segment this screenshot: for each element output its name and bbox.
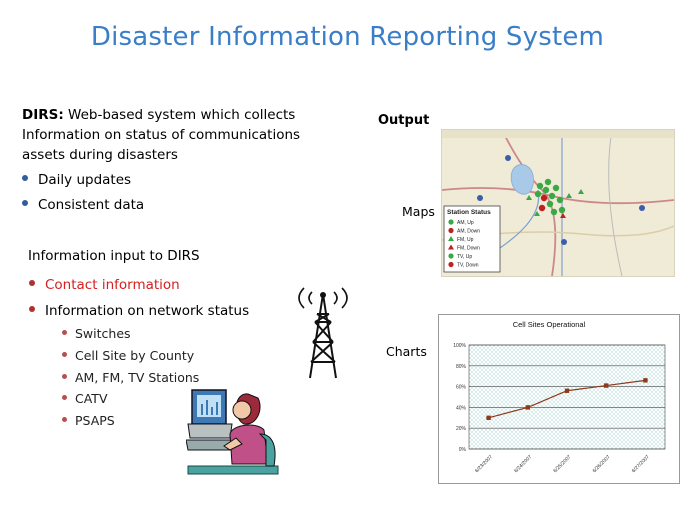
x-tick-label: 6/25/2007 — [552, 454, 572, 474]
y-tick-label: 0% — [459, 447, 467, 453]
subitem-label: Switches — [75, 326, 131, 341]
bullet-dot — [62, 374, 67, 379]
subitem-label: AM, FM, TV Stations — [75, 370, 200, 385]
input-item-label: Contact information — [45, 277, 180, 293]
x-tick-label: 6/26/2007 — [592, 454, 612, 474]
intro-bullet-1: Daily updates — [22, 172, 131, 188]
subitem-psaps: PSAPS — [62, 413, 115, 428]
intro-bold: DIRS: — [22, 107, 64, 123]
legend-marker — [448, 261, 454, 268]
maps-label: Maps — [402, 204, 435, 219]
data-point — [564, 388, 570, 393]
intro-bullet-label: Daily updates — [38, 172, 132, 188]
y-tick-label: 100% — [453, 343, 466, 349]
data-point — [486, 415, 491, 420]
subitem-label: Cell Site by County — [75, 348, 195, 363]
input-heading: Information input to DIRS — [28, 248, 200, 264]
bullet-dot — [62, 330, 67, 335]
data-point — [604, 383, 609, 388]
legend-label: AM, Up — [457, 220, 474, 226]
bullet-dot — [62, 352, 67, 357]
x-tick-label: 6/24/2007 — [513, 454, 533, 474]
map-highway-shields — [477, 155, 645, 245]
legend-label: FM, Down — [457, 246, 480, 252]
legend-label: TV, Up — [457, 254, 472, 260]
output-label: Output — [378, 113, 430, 128]
bullet-dot — [29, 306, 35, 312]
chart-title: Cell Sites Operational — [513, 320, 586, 329]
legend-marker — [448, 236, 454, 241]
legend-label: FM, Up — [457, 237, 474, 243]
person-at-computer-icon — [186, 389, 279, 475]
x-tick-label: 6/23/2007 — [474, 454, 494, 474]
y-tick-label: 40% — [456, 405, 467, 411]
bullet-dot — [29, 280, 35, 286]
subitem-label: PSAPS — [75, 413, 115, 428]
x-tick-label: 6/27/2007 — [631, 454, 651, 474]
map-station-markers — [526, 178, 584, 218]
intro-text: DIRS: Web-based system which collects In… — [22, 105, 342, 165]
chart-graphic: Cell Sites Operational 0% 20% 40% 60% 80% 100… — [453, 320, 666, 474]
y-tick-label: 20% — [456, 426, 467, 432]
legend-title: Station Status — [447, 209, 491, 216]
input-item-label: Information on network status — [45, 303, 250, 319]
data-point — [643, 378, 648, 383]
subitem-switches: Switches — [62, 326, 131, 341]
subitem-cell-site: Cell Site by County — [62, 348, 194, 363]
legend-marker — [448, 244, 454, 250]
intro-bullet-label: Consistent data — [38, 197, 145, 213]
subitem-stations: AM, FM, TV Stations — [62, 370, 199, 385]
slide-title: Disaster Information Reporting System — [90, 22, 605, 52]
legend-marker — [448, 253, 454, 259]
plot-area — [468, 344, 666, 450]
input-item-network: Information on network status — [29, 303, 249, 319]
legend-label: TV, Down — [457, 263, 479, 269]
bullet-dot — [62, 417, 67, 422]
legend-marker — [448, 227, 454, 234]
subitem-catv: CATV — [62, 391, 108, 406]
subitem-label: CATV — [75, 391, 108, 406]
legend-marker — [448, 219, 454, 225]
charts-label: Charts — [386, 344, 427, 359]
legend-label: AM, Down — [457, 229, 480, 235]
bullet-dot — [22, 200, 28, 206]
data-point — [525, 405, 530, 410]
y-tick-label: 60% — [456, 385, 467, 391]
intro-bullet-2: Consistent data — [22, 197, 144, 213]
cell-sites-chart: Cell Sites Operational 0% 20% 40% 60% 80% 100… — [438, 314, 680, 484]
intro-description: Web-based system which collects Informat… — [22, 107, 301, 163]
bullet-dot — [62, 395, 67, 400]
bullet-dot — [22, 175, 28, 181]
y-tick-label: 80% — [456, 364, 467, 370]
radio-tower-icon — [298, 287, 348, 379]
input-item-contact: Contact information — [29, 277, 180, 293]
